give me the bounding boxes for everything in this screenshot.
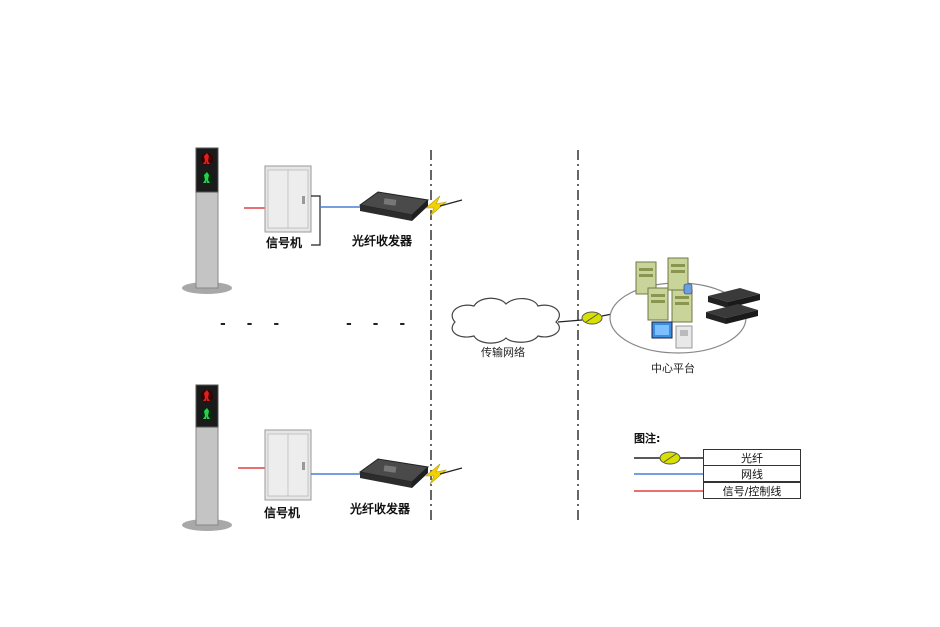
- switch-stack-icon: [706, 288, 760, 324]
- fiber-link-center: [557, 319, 583, 323]
- fiber-transceiver-bottom: [358, 458, 430, 488]
- lightning-bottom: [425, 463, 448, 485]
- legend-title: 图注:: [634, 432, 661, 445]
- bracket-top: [311, 195, 321, 246]
- legend-lines: [634, 451, 703, 492]
- label-signal-machine-top: 信号机: [266, 236, 303, 250]
- signal-cabinet-bottom: [264, 429, 312, 501]
- fiber-transceiver-top: [358, 191, 430, 221]
- lightning-top: [425, 195, 448, 217]
- signal-cabinet-top: [264, 165, 312, 233]
- workstation-icon: [651, 321, 693, 349]
- label-transport-network: 传输网络: [481, 346, 525, 359]
- cloud-icon: [451, 297, 560, 344]
- label-center-platform: 中心平台: [651, 362, 695, 375]
- ellipsis-right: - - -: [346, 316, 414, 332]
- server-icon: [635, 257, 693, 323]
- legend-item-fiber: 光纤: [703, 449, 801, 466]
- legend-item-signal-control-line: 信号/控制线: [703, 482, 801, 499]
- traffic-light-bottom: [182, 384, 232, 531]
- traffic-light-top: [182, 147, 232, 294]
- legend-item-network-cable: 网线: [703, 465, 801, 482]
- label-fiber-transceiver-bottom: 光纤收发器: [350, 502, 411, 516]
- label-fiber-transceiver-top: 光纤收发器: [352, 234, 413, 248]
- ellipsis-left: - - -: [220, 316, 288, 332]
- label-signal-machine-bottom: 信号机: [264, 506, 301, 520]
